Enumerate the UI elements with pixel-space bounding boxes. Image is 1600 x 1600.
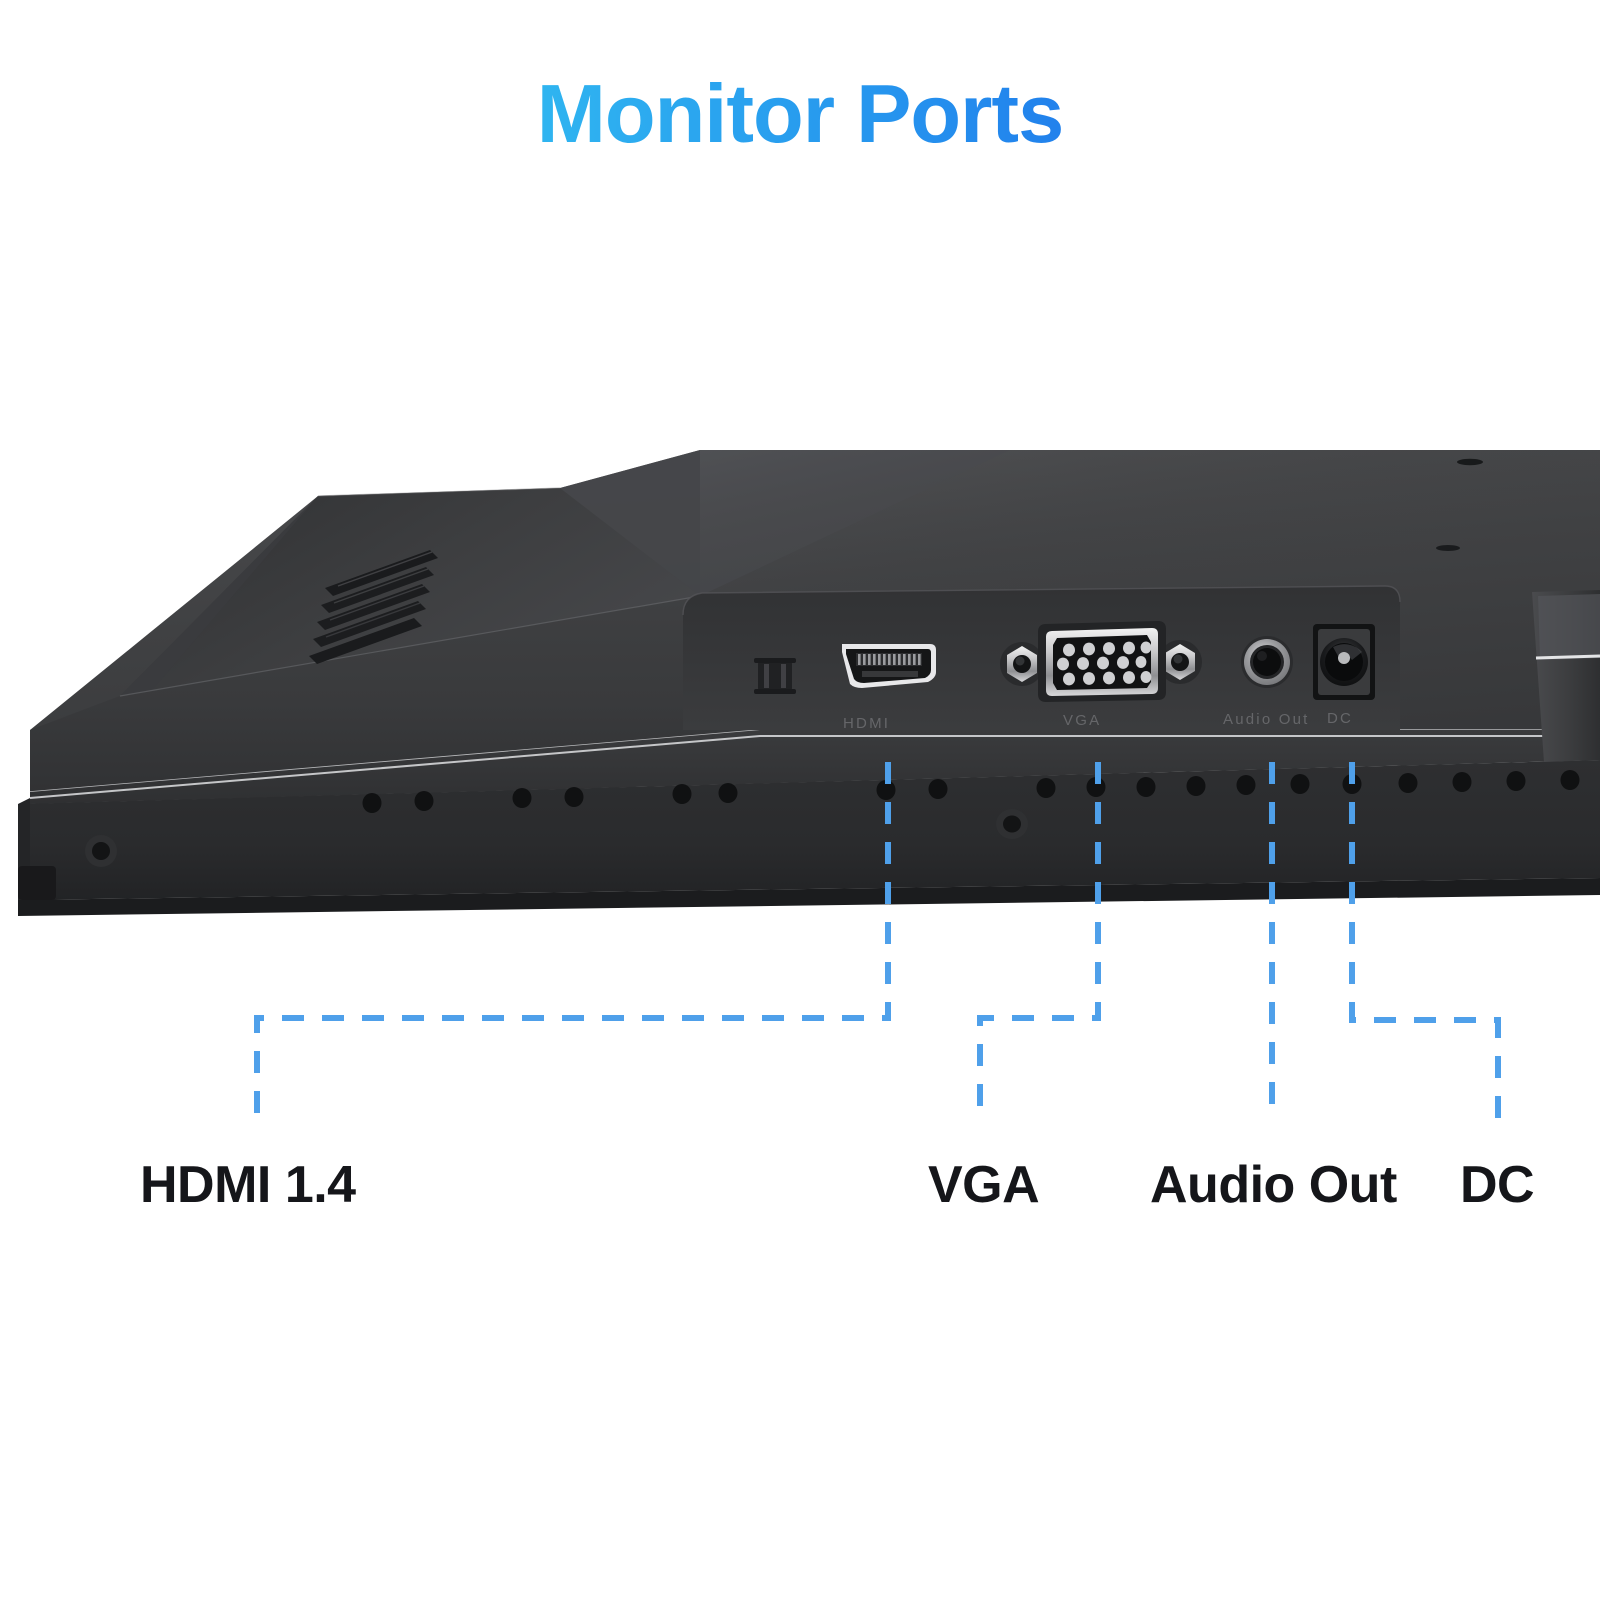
- monitor-illustration: HDMI VGA Audio Out DC: [0, 400, 1600, 920]
- ventilation-grille: [309, 550, 438, 664]
- hdmi-port: [842, 644, 936, 688]
- callout-label-hdmi: HDMI 1.4: [140, 1156, 356, 1214]
- monitor-stand-neck: [1532, 590, 1600, 762]
- page-title: Monitor Ports: [0, 72, 1600, 155]
- kensington-lock-icon: [754, 658, 796, 694]
- etched-label-audio-out: Audio Out: [1223, 711, 1310, 728]
- etched-label-hdmi: HDMI: [843, 715, 890, 732]
- screw-mark: [1436, 545, 1460, 551]
- callout-label-vga: VGA: [928, 1156, 1040, 1214]
- vga-port: [1000, 621, 1202, 702]
- callout-label-dc: DC: [1460, 1156, 1535, 1214]
- bezel-standoff: [85, 835, 117, 867]
- vga-screw-post-right: [1158, 640, 1202, 684]
- etched-port-labels: HDMI VGA Audio Out DC: [843, 710, 1353, 732]
- audio-out-port: [1241, 636, 1293, 688]
- etched-label-vga: VGA: [1063, 712, 1101, 729]
- screw-mark: [1457, 458, 1483, 466]
- etched-label-dc: DC: [1327, 710, 1353, 727]
- bezel-standoff: [996, 809, 1028, 839]
- vga-pins: [1057, 641, 1152, 686]
- dc-power-port: [1313, 624, 1375, 700]
- callout-label-audio-out: Audio Out: [1150, 1156, 1397, 1214]
- vga-screw-post-left: [1000, 642, 1044, 686]
